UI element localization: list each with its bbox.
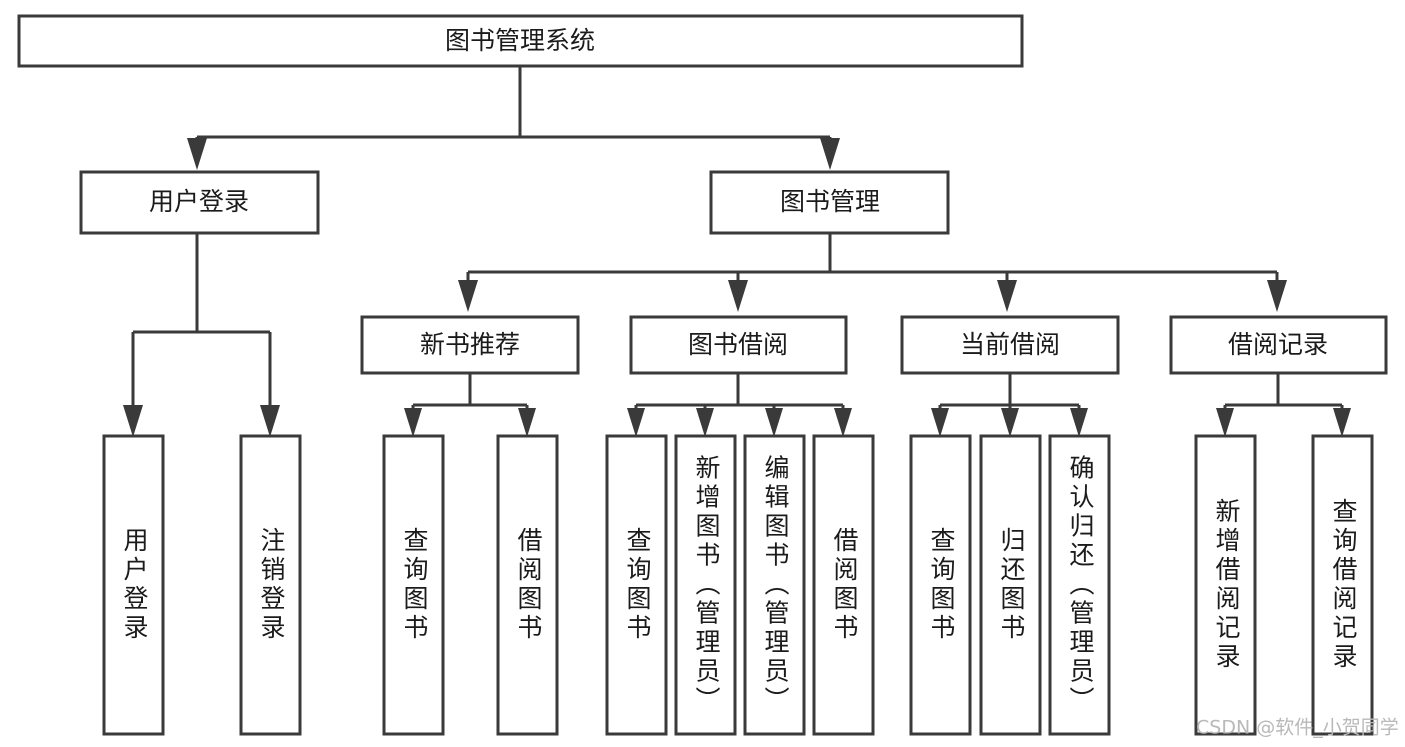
arrow-head-icon xyxy=(765,408,783,437)
node-leaf-add-book[interactable]: 新增图书（管理员） xyxy=(674,434,737,736)
node-label: 图书管理 xyxy=(780,187,880,216)
node-new-book-recommend[interactable]: 新书推荐 xyxy=(360,315,580,375)
node-leaf-confirm-return[interactable]: 确认归还（管理员） xyxy=(1048,434,1111,736)
node-current-borrow[interactable]: 当前借阅 xyxy=(900,315,1120,375)
arrow-head-icon xyxy=(1070,408,1088,437)
connector-borrowrecord-to-leaves xyxy=(1223,373,1344,412)
node-leaf-query-book-1[interactable]: 查询图书 xyxy=(382,434,445,736)
node-leaf-user-login[interactable]: 用户登录 xyxy=(102,434,165,736)
arrow-head-icon xyxy=(518,408,536,437)
connector-userlogin-to-leaves xyxy=(131,233,272,412)
node-leaf-borrow-book-2[interactable]: 借阅图书 xyxy=(812,434,875,736)
arrow-head-icon xyxy=(1267,280,1287,312)
node-label: 查询借阅记录 xyxy=(1329,498,1358,672)
arrow-head-icon xyxy=(404,408,422,437)
node-label: 注销登录 xyxy=(257,527,286,643)
arrow-head-icon xyxy=(1216,408,1234,437)
arrow-head-icon xyxy=(260,405,280,437)
node-label: 当前借阅 xyxy=(960,330,1060,359)
node-leaf-logout-login[interactable]: 注销登录 xyxy=(239,434,302,736)
node-label: 用户登录 xyxy=(149,187,249,216)
node-label: 借阅记录 xyxy=(1228,330,1328,359)
connector-bookmgmt-to-level3 xyxy=(466,233,1279,297)
node-label: 用户登录 xyxy=(120,527,149,643)
connector-root-to-level2 xyxy=(195,66,832,162)
arrowhead-layer xyxy=(123,138,1351,437)
node-leaf-return-book[interactable]: 归还图书 xyxy=(979,434,1042,736)
node-leaf-query-record[interactable]: 查询借阅记录 xyxy=(1311,434,1374,736)
node-book-borrow[interactable]: 图书借阅 xyxy=(629,315,848,375)
node-root-book-management-system[interactable]: 图书管理系统 xyxy=(17,14,1024,68)
node-book-management[interactable]: 图书管理 xyxy=(709,170,950,235)
arrow-head-icon xyxy=(187,138,207,170)
node-label: 查询图书 xyxy=(400,527,429,643)
connector-newbook-to-leaves xyxy=(411,373,529,412)
node-label: 查询图书 xyxy=(623,527,652,643)
watermark: CSDN @软件_小贺同学 xyxy=(1196,717,1399,739)
arrow-head-icon xyxy=(696,408,714,437)
node-leaf-edit-book[interactable]: 编辑图书（管理员） xyxy=(743,434,806,736)
arrow-head-icon xyxy=(123,405,143,437)
arrow-head-icon xyxy=(1001,408,1019,437)
arrow-head-icon xyxy=(931,408,949,437)
node-label: 图书管理系统 xyxy=(445,26,595,55)
node-label: 借阅图书 xyxy=(514,527,543,643)
node-label: 确认归还（管理员） xyxy=(1066,455,1095,716)
node-label: 查询图书 xyxy=(927,527,956,643)
arrow-head-icon xyxy=(458,280,478,312)
node-label: 新书推荐 xyxy=(420,330,520,359)
node-label: 借阅图书 xyxy=(830,527,859,643)
arrow-head-icon xyxy=(997,280,1017,312)
arrow-head-icon xyxy=(1333,408,1351,437)
node-leaf-query-book-3[interactable]: 查询图书 xyxy=(909,434,972,736)
node-leaf-borrow-book-1[interactable]: 借阅图书 xyxy=(496,434,559,736)
arrow-head-icon xyxy=(627,408,645,437)
arrow-head-icon xyxy=(820,138,840,170)
node-borrow-record[interactable]: 借阅记录 xyxy=(1169,315,1388,375)
arrow-head-icon xyxy=(728,280,748,312)
connector-currentborrow-to-leaves xyxy=(938,373,1081,412)
arrow-head-icon xyxy=(834,408,852,437)
connector-bookborrow-to-leaves xyxy=(634,373,845,412)
node-label: 新增图书（管理员） xyxy=(692,455,721,716)
node-user-login[interactable]: 用户登录 xyxy=(79,170,320,235)
node-leaf-add-record[interactable]: 新增借阅记录 xyxy=(1194,434,1257,736)
node-label: 编辑图书（管理员） xyxy=(761,455,790,716)
node-label: 归还图书 xyxy=(997,527,1026,643)
node-leaf-query-book-2[interactable]: 查询图书 xyxy=(605,434,668,736)
node-label: 图书借阅 xyxy=(688,330,788,359)
node-label: 新增借阅记录 xyxy=(1212,498,1241,672)
